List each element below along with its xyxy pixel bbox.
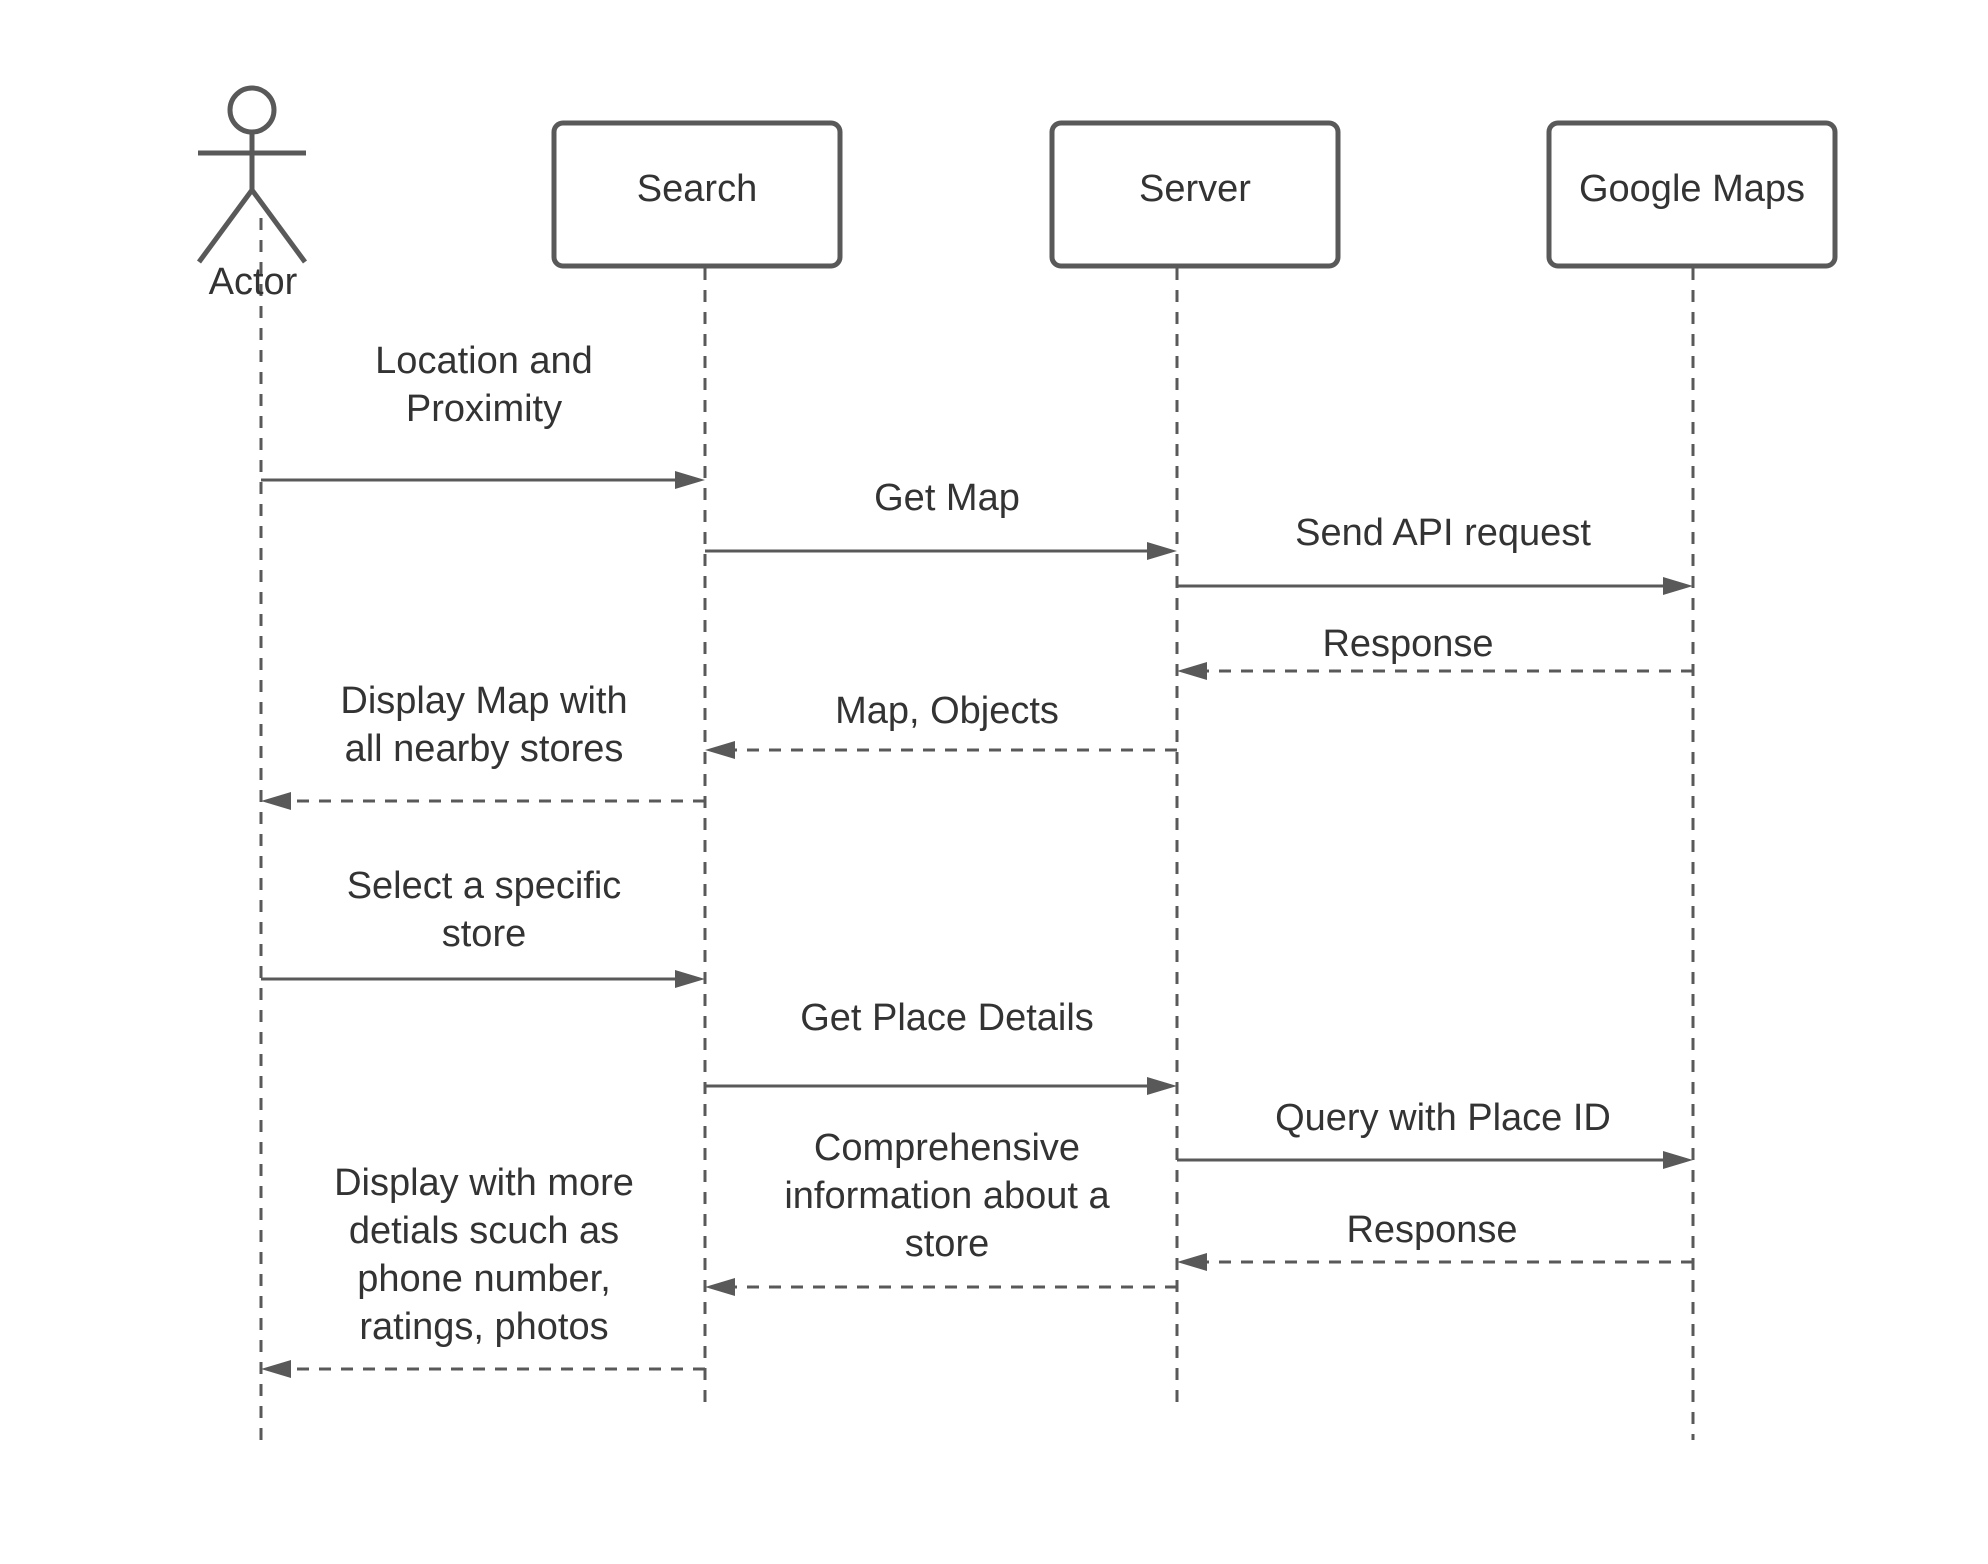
arrowhead-icon [675,970,705,988]
arrowhead-icon [1177,662,1207,680]
message-label: Display Map with [340,680,627,722]
arrowhead-icon [705,741,735,759]
message-label: information about a [784,1175,1110,1217]
arrowhead-icon [675,471,705,489]
search-label: Search [637,168,757,210]
message-label: Proximity [406,388,562,430]
message-label: ratings, photos [359,1306,608,1348]
arrowhead-icon [1147,542,1177,560]
actor-icon [196,85,308,264]
message-label: detials scuch as [349,1210,619,1252]
arrowhead-icon [1147,1077,1177,1095]
google-maps-box [1546,120,1838,269]
message-label: phone number, [357,1258,611,1300]
actor-label: Actor [209,261,298,303]
arrowhead-icon [705,1278,735,1296]
message-label: all nearby stores [345,728,624,770]
arrowhead-icon [261,1360,291,1378]
arrowhead-icon [261,792,291,810]
message-label: Location and [375,340,593,382]
message-label: store [905,1223,989,1265]
message-label: Query with Place ID [1275,1097,1611,1139]
server-box [1049,120,1341,269]
google-maps-label: Google Maps [1579,168,1805,210]
message-label: Send API request [1295,512,1591,554]
server-label: Server [1139,168,1251,210]
message-label: Response [1346,1209,1517,1251]
message-label: Response [1322,623,1493,665]
message-label: Map, Objects [835,690,1059,732]
arrowhead-icon [1663,577,1693,595]
message-label: Display with more [334,1162,634,1204]
arrowhead-icon [1663,1151,1693,1169]
message-label: Select a specific [347,865,622,907]
arrowhead-icon [1177,1253,1207,1271]
search-box [551,120,843,269]
message-label: Comprehensive [814,1127,1080,1169]
message-label: Get Map [874,477,1020,519]
message-label: Get Place Details [800,997,1094,1039]
message-label: store [442,913,526,955]
